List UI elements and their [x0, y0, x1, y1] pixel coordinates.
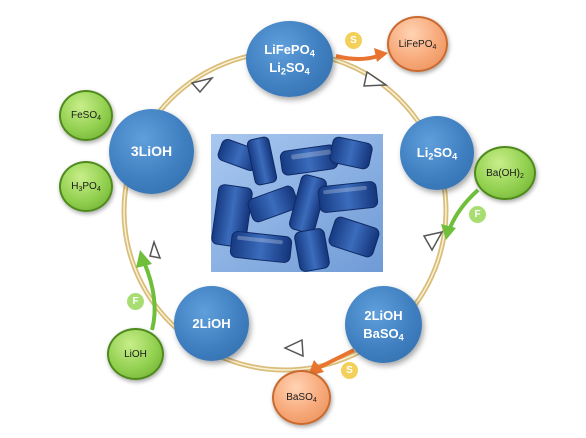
ring-arrow-bottom-icon — [283, 338, 304, 358]
arrow-from-lioh-head-icon — [136, 250, 152, 268]
badge-f-right: F — [469, 206, 486, 223]
reagent-lioh: LiOH — [107, 328, 164, 380]
arrow-to-lifepo4-head-icon — [374, 48, 388, 62]
ring-arrow-right-icon — [422, 230, 444, 252]
badge-s-bottom: S — [341, 362, 358, 379]
product-lifepo4: LiFePO4 — [387, 16, 448, 72]
badge-f-left: F — [127, 293, 144, 310]
reagent-feso4: FeSO4 — [59, 90, 113, 141]
node-2lioh: 2LiOH — [174, 286, 249, 361]
reagent-h3po4: H3PO4 — [59, 161, 113, 212]
badge-s-top: S — [345, 32, 362, 49]
node-lifepo4-li2so4: LiFePO4 Li2SO4 — [246, 21, 333, 97]
ring-arrow-top-left-icon — [190, 76, 215, 94]
crystal-micrograph — [211, 134, 383, 272]
reagent-baoh2: Ba(OH)2 — [474, 146, 536, 200]
arrow-from-lioh — [142, 261, 157, 331]
arrow-to-lifepo4 — [335, 54, 379, 61]
ring-arrow-top-right-icon — [363, 70, 389, 87]
arrow-from-baoh2 — [448, 188, 480, 229]
node-lioh-baso4: 2LiOH BaSO4 — [345, 286, 422, 363]
arrow-to-baso4 — [317, 348, 355, 370]
arrow-from-baoh2-head-icon — [441, 224, 456, 240]
node-3lioh: 3LiOH — [109, 109, 194, 194]
ring-arrow-left-icon — [149, 239, 162, 260]
product-baso4: BaSO4 — [272, 370, 331, 425]
node-li2so4: Li2SO4 — [400, 116, 474, 190]
